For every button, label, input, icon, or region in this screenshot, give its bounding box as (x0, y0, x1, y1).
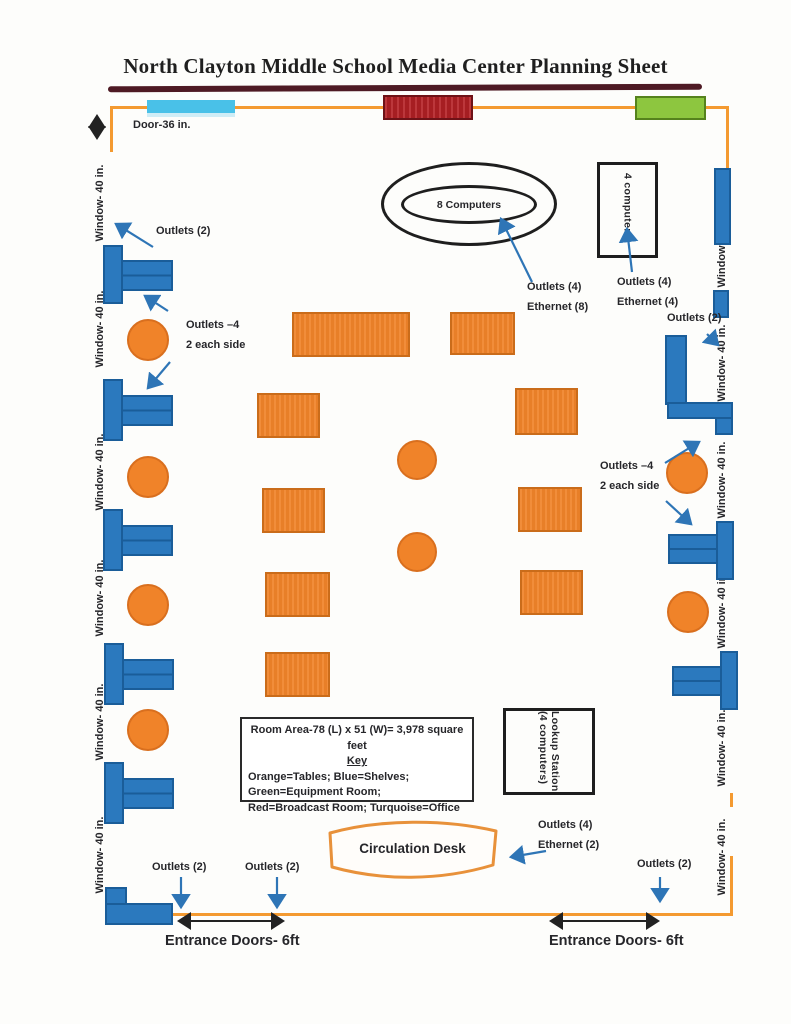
lookup-station-box: Lookup Station(4 computers) (503, 708, 595, 795)
computers-8-label: 8 Computers (436, 198, 502, 211)
table-rect (292, 312, 410, 357)
entrance-doors-label: Entrance Doors- 6ft (549, 933, 684, 949)
bookshelf (720, 651, 738, 710)
bookshelf (714, 168, 731, 245)
bookshelf (104, 762, 124, 824)
table-rect (265, 572, 330, 617)
legend-heading: Key (346, 755, 368, 767)
bookshelf (665, 335, 687, 405)
round-table (127, 584, 169, 626)
bookshelf (121, 525, 173, 556)
bookshelf (668, 534, 718, 564)
outlets-ethernet-label: Outlets (4)Ethernet (8) (527, 281, 589, 313)
round-table (666, 452, 708, 494)
bookshelf (103, 509, 123, 571)
bookshelf (103, 379, 123, 441)
circulation-desk-label: Circulation Desk (359, 840, 466, 856)
window-label: Window- 40 in. (716, 818, 728, 896)
legend-line: Orange=Tables; Blue=Shelves; (248, 770, 410, 783)
bookshelf (716, 521, 734, 580)
computer-oval-inner: 8 Computers (401, 185, 537, 224)
round-table (667, 591, 709, 633)
bookshelf (122, 659, 174, 690)
wall-bottom (112, 913, 733, 916)
bookshelf (121, 395, 173, 426)
equipment-room-green (635, 96, 706, 120)
table-rect (518, 487, 582, 532)
window-label: Window- 40 in. (94, 559, 106, 637)
round-table (397, 532, 437, 572)
wall-left-stub (110, 106, 113, 152)
bookshelf (672, 666, 722, 696)
computer-oval-outer (381, 162, 557, 246)
bookshelf (715, 417, 733, 435)
bookshelf (121, 260, 173, 291)
round-table (397, 440, 437, 480)
table-rect (515, 388, 578, 435)
outlets-label: Outlets (2) (245, 861, 300, 873)
table-rect (265, 652, 330, 697)
circulation-desk-shape (328, 820, 498, 879)
title-underline (107, 83, 703, 93)
arrow-icon (146, 361, 171, 390)
round-table (127, 319, 169, 361)
window-label: Window- 40 in. (716, 324, 728, 402)
round-table (127, 709, 169, 751)
table-rect (450, 312, 515, 355)
circulation-desk: Circulation Desk (320, 813, 505, 887)
bookshelf (105, 903, 173, 925)
legend-line: Red=Broadcast Room; Turquoise=Office (248, 801, 460, 814)
outlets-ethernet-label: Outlets (4)Ethernet (4) (617, 276, 679, 308)
table-rect (257, 393, 320, 438)
arrow-icon (143, 294, 169, 312)
round-table (127, 456, 169, 498)
bookshelf (104, 643, 124, 705)
legend-box: Room Area-78 (L) x 51 (W)= 3,978 square … (240, 717, 474, 814)
bookshelf (103, 245, 123, 304)
window-label: Window- 40 in. (716, 571, 728, 649)
bookshelf (713, 290, 729, 318)
wall-right-tick (730, 793, 733, 807)
table-rect (520, 570, 583, 615)
window-label: Window- 40 in. (94, 164, 106, 242)
legend-room-area: Room Area-78 (L) x 51 (W)= 3,978 square … (250, 724, 464, 752)
arrow-icon (114, 222, 154, 248)
computers-4-label: 4 computers (621, 173, 634, 239)
legend-line: Green=Equipment Room; (248, 786, 381, 798)
computers-4-box: 4 computers (597, 162, 658, 258)
lookup-station-label: Lookup Station(4 computers) (537, 711, 561, 792)
door-label: Door-36 in. (133, 119, 191, 131)
wall-right-top (726, 106, 729, 198)
outlets-label: Outlets (2) (667, 312, 722, 324)
outlets-ethernet-label: Outlets (4)Ethernet (2) (538, 819, 600, 851)
entrance-doors-label: Entrance Doors- 6ft (165, 933, 300, 949)
window-label: Window- 40 in. (94, 433, 106, 511)
outlets-label: Outlets (2) (637, 858, 692, 870)
arrow-icon (665, 500, 693, 526)
window-label: Window- 40 in. (94, 816, 106, 894)
table-rect (262, 488, 325, 533)
bookshelf (122, 778, 174, 809)
broadcast-room-red (383, 95, 473, 120)
outlets-label: Outlets (2) (156, 225, 211, 237)
office-door-turquoise (147, 100, 235, 113)
outlets-label: Outlets (2) (152, 861, 207, 873)
wall-right-bottom-stub (730, 856, 733, 916)
window-label: Window- 40 in. (716, 709, 728, 787)
bookshelf (667, 402, 733, 419)
window-label: Window- 40 in. (716, 441, 728, 519)
page-title: North Clayton Middle School Media Center… (123, 54, 668, 78)
